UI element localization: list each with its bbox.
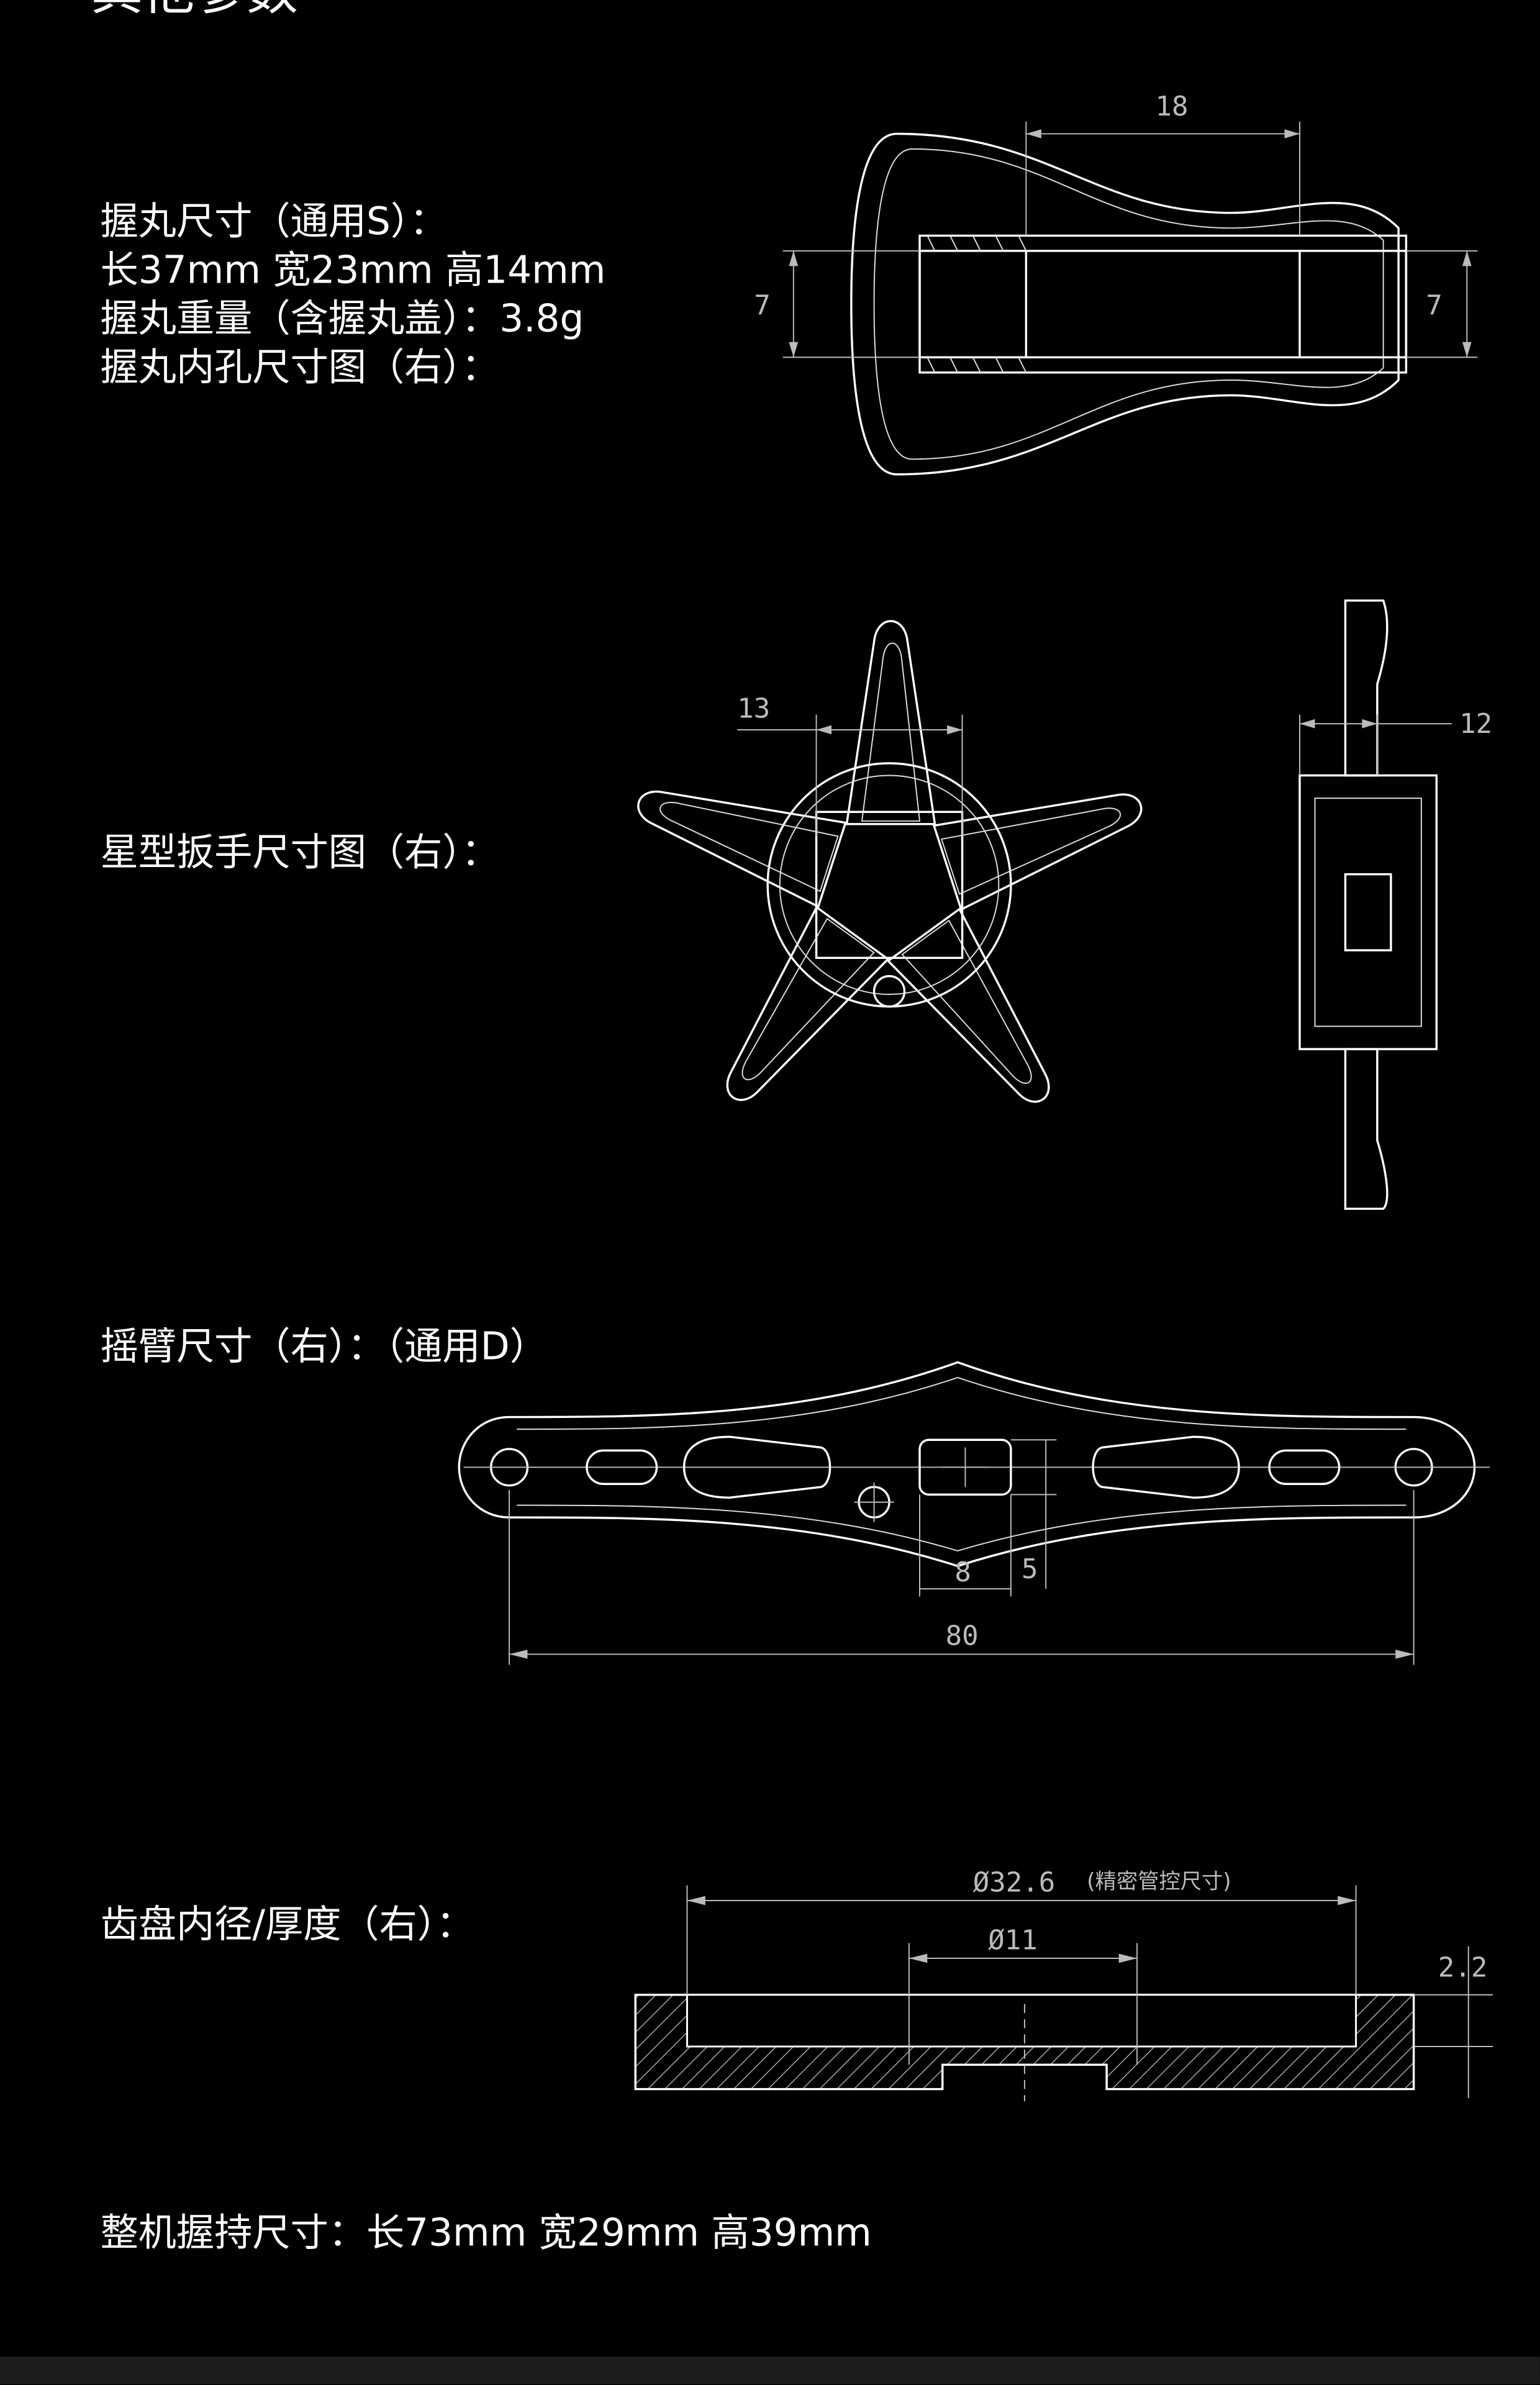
gear-drawing: Ø32.6 (精密管控尺寸) Ø11 2.2 [634, 1866, 1493, 2102]
knob-hole-label: 握丸内孔尺寸图（右）： [100, 345, 500, 389]
handle-label: 摇臂尺寸（右）：（通用D） [100, 1324, 548, 1369]
handle-drawing: 8 5 80 [458, 1361, 1490, 1665]
handle-dim-hole-h: 5 [1021, 1553, 1038, 1585]
knob-size-label: 握丸尺寸（通用S）： [100, 199, 448, 243]
handle-dim-hole-w: 8 [954, 1556, 971, 1588]
star-dim-side: 12 [1459, 708, 1492, 740]
footer-bar [0, 2356, 1540, 2384]
knob-drawing: 18 7 7 [754, 91, 1478, 476]
section-title: 其他参数 [91, 0, 298, 18]
knob-dim-right: 7 [1426, 290, 1443, 322]
star-dim-width: 13 [737, 693, 770, 724]
star-wrench-side-drawing: 12 [1298, 599, 1492, 1210]
gear-dim-inner: Ø11 [988, 1924, 1038, 1956]
overall-size-label: 整机握持尺寸：长73mm 宽29mm 高39mm [100, 2210, 872, 2255]
gear-dim-thickness: 2.2 [1438, 1951, 1488, 1983]
knob-dim-left: 7 [754, 290, 771, 322]
handle-dim-total: 80 [946, 1620, 979, 1652]
knob-dimensions: 长37mm 宽23mm 高14mm [100, 248, 606, 293]
star-wrench-label: 星型扳手尺寸图（右）： [100, 830, 500, 874]
gear-dim-outer: Ø32.6 [973, 1866, 1056, 1898]
star-wrench-drawing: 13 [624, 620, 1156, 1127]
gear-dim-outer-note: (精密管控尺寸) [1087, 1869, 1231, 1894]
knob-dim-top: 18 [1155, 91, 1188, 122]
knob-weight: 握丸重量（含握丸盖）：3.8g [100, 296, 584, 341]
gear-label: 齿盘内径/厚度（右）： [100, 1902, 474, 1947]
